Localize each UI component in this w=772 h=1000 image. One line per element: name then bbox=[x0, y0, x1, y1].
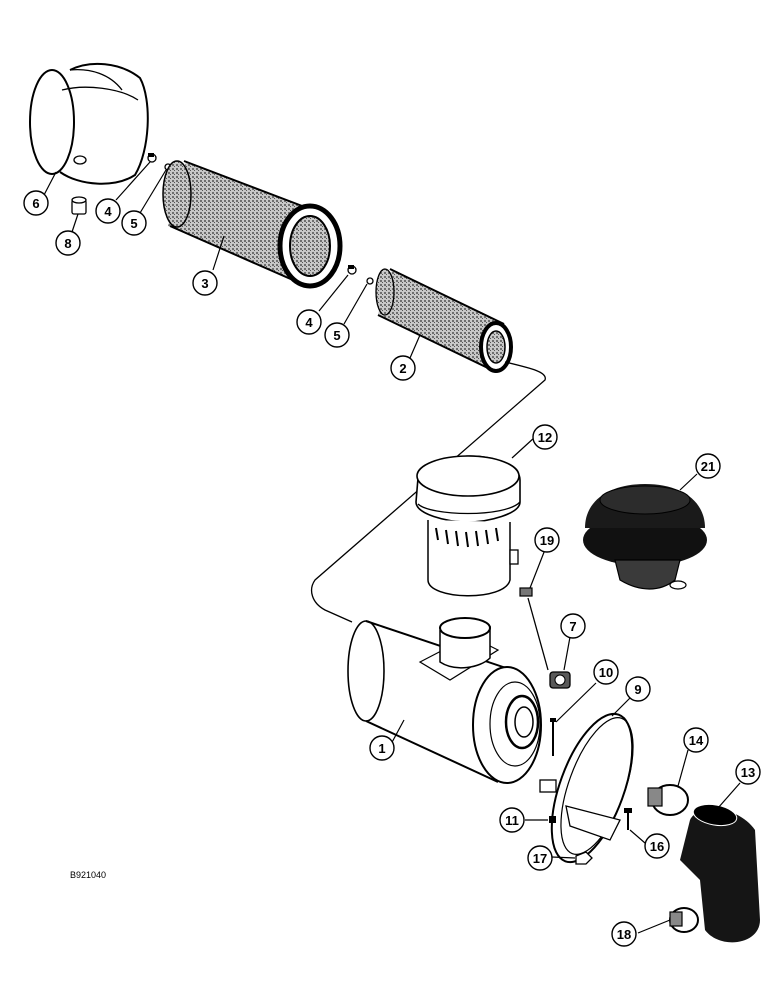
callout-11: 11 bbox=[499, 807, 525, 833]
callout-2: 2 bbox=[390, 355, 416, 381]
part-4-5-hardware-top bbox=[147, 153, 172, 171]
svg-text:12: 12 bbox=[538, 430, 552, 445]
part-8-cap bbox=[71, 196, 87, 215]
callouts: 6 8 4 5 3 4 5 2 12 21 19 7 10 9 1 14 13 … bbox=[23, 190, 761, 947]
callout-13: 13 bbox=[735, 759, 761, 785]
svg-text:5: 5 bbox=[333, 328, 340, 343]
svg-text:5: 5 bbox=[130, 216, 137, 231]
part-13-hose bbox=[680, 803, 760, 943]
part-11-nut bbox=[549, 816, 556, 823]
svg-text:18: 18 bbox=[617, 927, 631, 942]
callout-4: 4 bbox=[95, 198, 121, 224]
callout-17: 17 bbox=[527, 845, 553, 871]
callout-16: 16 bbox=[644, 833, 670, 859]
callout-19: 19 bbox=[534, 527, 560, 553]
svg-text:9: 9 bbox=[634, 682, 641, 697]
part-6-cover bbox=[29, 62, 149, 185]
callout-14: 14 bbox=[683, 727, 709, 753]
part-2-inner-filter bbox=[375, 268, 513, 373]
callout-8: 8 bbox=[55, 230, 81, 256]
assembly-path-line bbox=[311, 361, 546, 623]
callout-3: 3 bbox=[192, 270, 218, 296]
svg-text:10: 10 bbox=[599, 665, 613, 680]
callout-21: 21 bbox=[695, 453, 721, 479]
callout-5-mid: 5 bbox=[324, 322, 350, 348]
svg-text:13: 13 bbox=[741, 765, 755, 780]
callout-9: 9 bbox=[625, 676, 651, 702]
part-7-valve bbox=[549, 671, 571, 689]
callout-18: 18 bbox=[611, 921, 637, 947]
part-14-hose-clamp bbox=[647, 784, 689, 816]
part-9-band-clamp bbox=[539, 712, 634, 864]
part-12-precleaner bbox=[415, 455, 521, 597]
part-10-bolt bbox=[550, 718, 556, 756]
callout-7: 7 bbox=[560, 613, 586, 639]
part-19-fitting bbox=[519, 587, 549, 671]
svg-text:21: 21 bbox=[701, 459, 715, 474]
svg-text:6: 6 bbox=[32, 196, 39, 211]
callout-6: 6 bbox=[23, 190, 49, 216]
part-1-housing bbox=[347, 617, 542, 784]
svg-text:7: 7 bbox=[569, 619, 576, 634]
svg-text:4: 4 bbox=[305, 315, 313, 330]
svg-text:4: 4 bbox=[104, 204, 112, 219]
part-3-outer-filter bbox=[162, 160, 343, 289]
svg-text:16: 16 bbox=[650, 839, 664, 854]
part-18-hose-clamp bbox=[669, 907, 699, 933]
svg-text:14: 14 bbox=[689, 733, 704, 748]
part-17-nut bbox=[575, 851, 593, 865]
svg-text:3: 3 bbox=[201, 276, 208, 291]
svg-text:17: 17 bbox=[533, 851, 547, 866]
callout-10: 10 bbox=[593, 659, 619, 685]
callout-4-mid: 4 bbox=[296, 309, 322, 335]
callout-5: 5 bbox=[121, 210, 147, 236]
part-4-5-hardware-mid bbox=[347, 265, 374, 285]
part-21-precleaner-alt bbox=[583, 484, 707, 590]
svg-text:2: 2 bbox=[399, 361, 406, 376]
svg-text:19: 19 bbox=[540, 533, 554, 548]
svg-text:1: 1 bbox=[378, 741, 385, 756]
svg-text:8: 8 bbox=[64, 236, 71, 251]
drawing-reference: B921040 bbox=[70, 870, 106, 880]
callout-1: 1 bbox=[369, 735, 395, 761]
callout-12: 12 bbox=[532, 424, 558, 450]
part-16-bolt bbox=[624, 808, 632, 830]
svg-text:11: 11 bbox=[505, 813, 519, 828]
